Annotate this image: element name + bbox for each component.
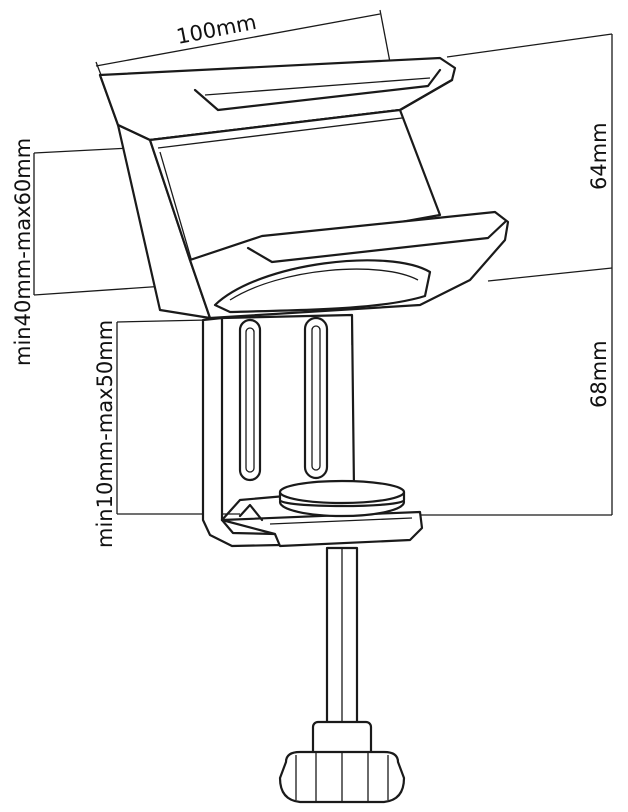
- pressure-pad-top: [278, 479, 406, 505]
- adjustment-knob: [278, 720, 406, 804]
- width-dimension-line: [95, 13, 381, 67]
- upper-gap-extension-bottom: [33, 285, 166, 296]
- threaded-screw: [325, 546, 359, 728]
- left-slot-inner: [245, 327, 255, 473]
- lower-jaw-edge: [246, 220, 507, 264]
- width-label: 100mm: [174, 10, 258, 49]
- upper-clamp: [98, 56, 510, 320]
- bottom-plate: [220, 510, 424, 548]
- lower-gap-label: min10mm-max50mm: [93, 320, 117, 548]
- right-slot-inner: [311, 325, 321, 471]
- lower-gap-extension-top: [116, 319, 209, 323]
- inner-back-wall: [148, 108, 442, 262]
- upper-height-label: 64mm: [587, 122, 611, 190]
- left-adjust-slot: [238, 318, 262, 482]
- lower-jaw-pad: [213, 259, 432, 314]
- middle-extension-line: [487, 267, 613, 282]
- pressure-pad: [278, 479, 406, 518]
- top-plate-groove: [193, 68, 442, 112]
- lower-jaw-pad-curve: [229, 268, 419, 301]
- bottom-plate-line: [269, 517, 413, 525]
- right-adjust-slot: [303, 316, 329, 480]
- lower-c-frame: [201, 313, 424, 548]
- lower-frame-post: [201, 316, 282, 548]
- inner-wall-line: [157, 117, 403, 149]
- top-extension-line: [446, 33, 613, 58]
- upper-gap-label: min40mm-max60mm: [11, 138, 35, 366]
- inner-wall-corner: [159, 151, 193, 263]
- top-plate-pad-line: [204, 77, 431, 96]
- lower-height-label: 68mm: [587, 340, 611, 408]
- bottom-plate-lip: [238, 503, 264, 522]
